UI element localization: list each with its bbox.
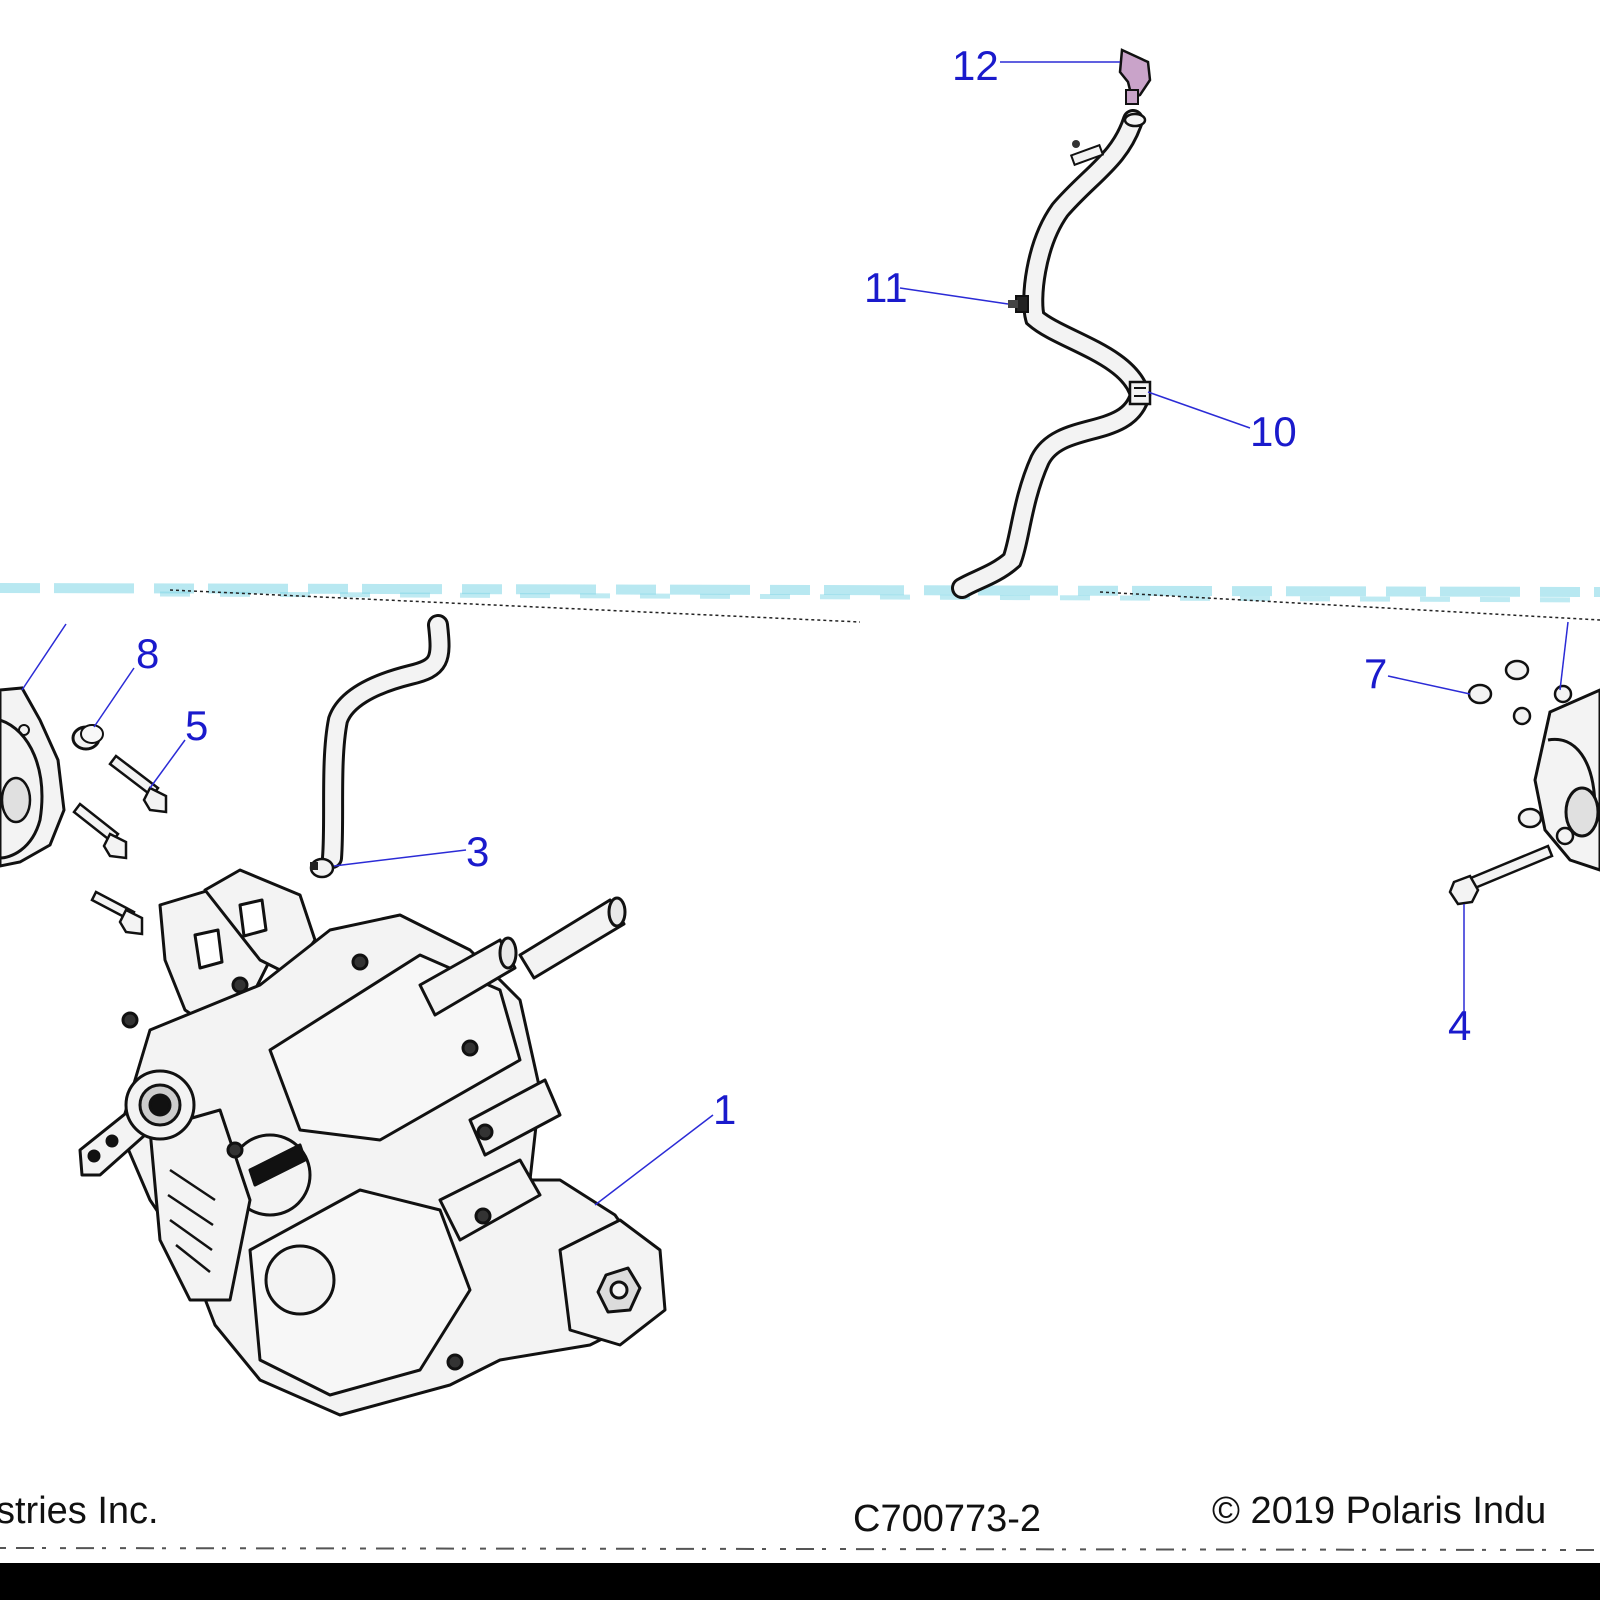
- left-mount-bracket: [0, 686, 66, 868]
- elbow-fitting-icon: [1118, 48, 1152, 105]
- vent-hose-upper: [951, 109, 1152, 599]
- callout-4: 4: [1448, 1002, 1471, 1049]
- bolt-icon: [90, 890, 144, 936]
- vent-hose-lower: [321, 614, 451, 869]
- hose-clamp-icon: [309, 857, 335, 879]
- washer-icon: [1512, 684, 1575, 846]
- drawing-code: C700773-2: [853, 1498, 1042, 1540]
- right-mount-bracket: [1533, 688, 1600, 872]
- hose-clamp-top-icon: [1069, 140, 1105, 167]
- callout-10: 10: [1250, 408, 1297, 455]
- callout-3: 3: [466, 828, 489, 875]
- hose-clip-icon: [1008, 295, 1029, 313]
- callout-12: 12: [952, 42, 999, 89]
- transmission: [78, 868, 667, 1417]
- nut-icon: [1467, 659, 1543, 829]
- callout-7: 7: [1364, 650, 1387, 697]
- hose-end-icon: [1123, 112, 1147, 128]
- copyright-notice: © 2019 Polaris Indu: [1212, 1490, 1547, 1532]
- bolt-icon: [1448, 844, 1554, 906]
- callout-labels: 12 11 10 3 8 5 7 4 1: [136, 42, 1471, 1133]
- hose-retainer-icon: [1128, 380, 1152, 406]
- scan-band: [0, 583, 1600, 623]
- callout-5: 5: [185, 702, 208, 749]
- bolt-icon: [72, 802, 128, 860]
- bolt-icon: [108, 754, 168, 814]
- leader-lines: [21, 61, 1569, 1206]
- bottom-bar: [0, 1563, 1600, 1600]
- nut-icon: [71, 724, 104, 751]
- footer-company-fragment: stries Inc.: [0, 1490, 159, 1532]
- callout-11: 11: [864, 264, 908, 311]
- callout-1: 1: [713, 1086, 736, 1133]
- callout-8: 8: [136, 630, 159, 677]
- scan-noise: [0, 1547, 1600, 1551]
